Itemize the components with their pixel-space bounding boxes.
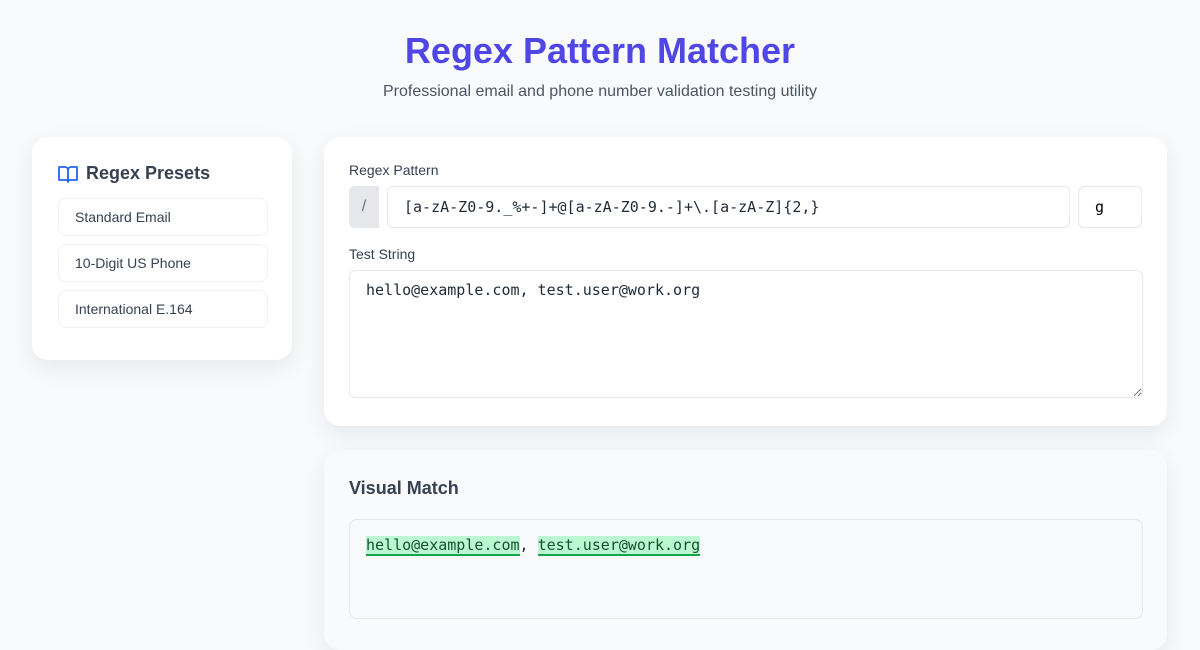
test-string-input[interactable]: hello@example.com, test.user@work.org xyxy=(349,270,1143,398)
match-separator: , xyxy=(519,536,538,554)
preset-us-phone[interactable]: 10-Digit US Phone xyxy=(58,244,268,282)
match-highlight: hello@example.com xyxy=(366,536,520,556)
regex-delimiter: / xyxy=(349,186,379,228)
pattern-input[interactable] xyxy=(387,186,1070,228)
presets-heading: Regex Presets xyxy=(58,163,266,184)
pattern-label: Regex Pattern xyxy=(349,162,439,178)
page-title: Regex Pattern Matcher xyxy=(404,30,796,71)
visual-match-panel: Visual Match hello@example.com, test.use… xyxy=(324,450,1167,650)
match-highlight: test.user@work.org xyxy=(537,536,701,556)
flags-input[interactable] xyxy=(1078,186,1142,228)
visual-match-title: Visual Match xyxy=(349,478,459,498)
regex-editor: Regex Pattern / Test String hello@exampl… xyxy=(324,137,1167,426)
match-output: hello@example.com, test.user@work.org xyxy=(349,519,1143,619)
preset-standard-email[interactable]: Standard Email xyxy=(58,198,268,236)
presets-panel: Regex Presets Standard Email 10-Digit US… xyxy=(32,137,292,360)
book-open-icon xyxy=(58,165,78,183)
test-string-label: Test String xyxy=(349,246,416,262)
page-subtitle: Professional email and phone number vali… xyxy=(382,83,818,100)
preset-e164[interactable]: International E.164 xyxy=(58,290,268,328)
presets-title: Regex Presets xyxy=(86,163,211,183)
